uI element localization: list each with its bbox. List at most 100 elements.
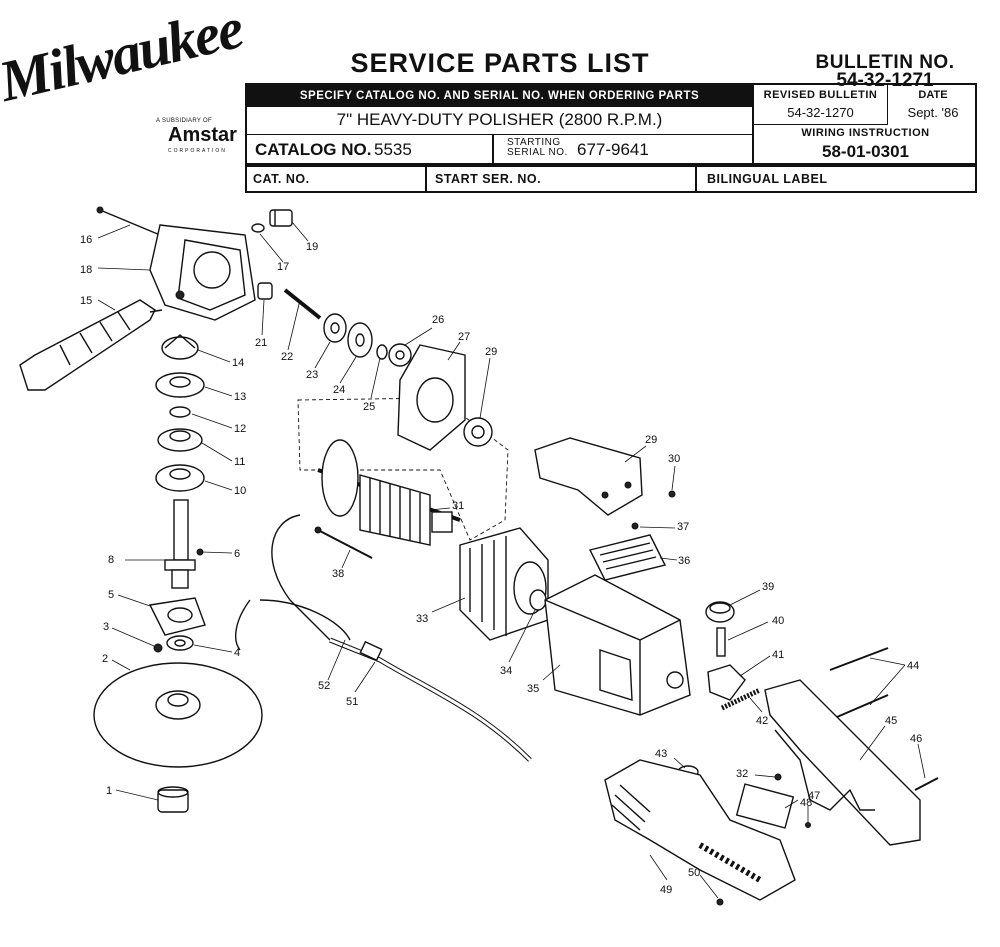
bulletin-number: 54-32-1271 xyxy=(836,70,934,91)
label-37: 37 xyxy=(677,521,689,533)
label-31: 31 xyxy=(452,500,464,512)
part-23-gear xyxy=(347,322,373,358)
label-38: 38 xyxy=(332,568,344,580)
part-27-bearing xyxy=(463,417,493,447)
part-34-brush-holder xyxy=(529,589,547,611)
part-18-gear-case xyxy=(149,224,256,321)
label-19: 21 xyxy=(255,337,267,349)
label-23: 24 xyxy=(333,384,345,396)
label-22: 23 xyxy=(306,369,318,381)
part-4-washer xyxy=(166,635,194,651)
label-info-box: CAT. NO. START SER. NO. BILINGUAL LABEL xyxy=(245,165,977,193)
part-36-nameplate xyxy=(588,534,667,581)
catalog-row: CATALOG NO. 5535 STARTING SERIAL NO. 677… xyxy=(247,134,752,164)
wiring-instruction-number: 58-01-0301 xyxy=(822,142,909,161)
divider xyxy=(695,167,697,191)
catalog-number: 5535 xyxy=(374,140,412,159)
part-8-spindle xyxy=(164,499,196,589)
part-25-bearing xyxy=(388,343,412,367)
label-2: 2 xyxy=(102,653,108,665)
label-42: 42 xyxy=(756,715,768,727)
part-41-switch xyxy=(707,664,746,701)
part-15-screw xyxy=(96,206,161,236)
revised-bulletin-cell xyxy=(754,85,888,125)
part-11-retaining-ring xyxy=(169,406,191,418)
part-44-screws xyxy=(829,647,889,721)
divider xyxy=(492,135,494,164)
part-37-screw xyxy=(631,522,639,530)
milwaukee-logo: Milwaukee xyxy=(0,0,248,115)
label-24: 25 xyxy=(363,401,375,413)
part-22-pinion xyxy=(323,313,347,343)
serial-number: 677-9641 xyxy=(577,140,649,159)
part-42-spring xyxy=(720,687,762,711)
label-46: 46 xyxy=(910,733,922,745)
brand-block: Milwaukee A SUBSIDIARY OF Amstar CORPORA… xyxy=(0,0,248,188)
part-14-side-handle xyxy=(19,299,163,391)
label-39: 39 xyxy=(762,581,774,593)
revised-bulletin-label: REVISED BULLETIN xyxy=(763,89,878,101)
label-13: 14 xyxy=(232,357,244,369)
label-17: 19 xyxy=(306,241,318,253)
page-title: SERVICE PARTS LIST xyxy=(350,48,650,78)
part-51-cord xyxy=(329,637,532,762)
part-52-cord-wires xyxy=(234,514,351,651)
part-48-nut xyxy=(805,822,811,828)
part-45-handle-half xyxy=(764,679,921,846)
label-16: 17 xyxy=(277,261,289,273)
cat-no-cell: CAT. NO. xyxy=(253,172,310,186)
label-41: 41 xyxy=(772,649,784,661)
subsidiary-text: A SUBSIDIARY OF xyxy=(156,118,212,124)
label-48: 48 xyxy=(800,797,812,809)
label-36: 36 xyxy=(678,555,690,567)
part-5-retainer-plate xyxy=(148,597,206,636)
label-21: 22 xyxy=(281,351,293,363)
bulletin-details: REVISED BULLETIN 54-32-1270 DATE Sept. '… xyxy=(752,85,977,163)
label-14: 15 xyxy=(80,295,92,307)
part-49-handle xyxy=(604,759,796,901)
label-11: 12 xyxy=(234,423,246,435)
exploded-parts-diagram: 16 18 15 17 19 21 22 23 24 25 26 27 29 1… xyxy=(19,206,939,906)
divider xyxy=(425,167,427,191)
part-38-screw xyxy=(314,526,373,559)
label-33: 33 xyxy=(416,613,428,625)
label-50: 50 xyxy=(688,867,700,879)
label-3: 3 xyxy=(103,621,109,633)
part-35-motor-housing xyxy=(544,574,691,716)
part-1-spindle-nut xyxy=(157,786,189,813)
part-40-screw xyxy=(716,627,726,657)
part-3-screw xyxy=(153,643,163,653)
label-6: 6 xyxy=(234,548,240,560)
part-50-screw xyxy=(716,898,724,906)
label-12: 13 xyxy=(234,391,246,403)
starting-serial-label: STARTING SERIAL NO. xyxy=(507,137,568,158)
part-9-bearing xyxy=(155,464,205,492)
part-30-screw xyxy=(668,490,676,498)
ordering-instruction: SPECIFY CATALOG NO. AND SERIAL NO. WHEN … xyxy=(247,85,752,107)
label-1: 1 xyxy=(106,785,112,797)
label-40: 40 xyxy=(772,615,784,627)
label-52: 52 xyxy=(318,680,330,692)
part-21-shaft xyxy=(283,288,322,320)
part-16-washer xyxy=(251,223,265,233)
label-34: 34 xyxy=(500,665,512,677)
label-29: 29 xyxy=(645,434,657,446)
part-number-labels: 16 18 15 17 19 21 22 23 24 25 26 27 29 1… xyxy=(80,234,922,896)
part-2-backing-pad xyxy=(93,662,263,768)
label-4: 4 xyxy=(234,647,240,659)
label-8: 8 xyxy=(108,554,114,566)
start-ser-cell: START SER. NO. xyxy=(435,172,542,186)
bulletin-label: BULLETIN NO. xyxy=(815,52,955,73)
label-44: 44 xyxy=(907,660,919,672)
corporation-text: CORPORATION xyxy=(168,148,227,154)
bilingual-label-cell: BILINGUAL LABEL xyxy=(707,172,828,186)
amstar-logo: Amstar xyxy=(168,124,237,146)
part-17-vent-plug xyxy=(269,209,293,227)
part-10-nut xyxy=(157,428,203,452)
wiring-instruction-label: WIRING INSTRUCTION xyxy=(801,127,930,139)
label-49: 49 xyxy=(660,884,672,896)
label-25: 26 xyxy=(432,314,444,326)
label-5: 5 xyxy=(108,589,114,601)
catalog-label: CATALOG NO. xyxy=(255,140,372,159)
header-info-box: SPECIFY CATALOG NO. AND SERIAL NO. WHEN … xyxy=(245,83,977,165)
